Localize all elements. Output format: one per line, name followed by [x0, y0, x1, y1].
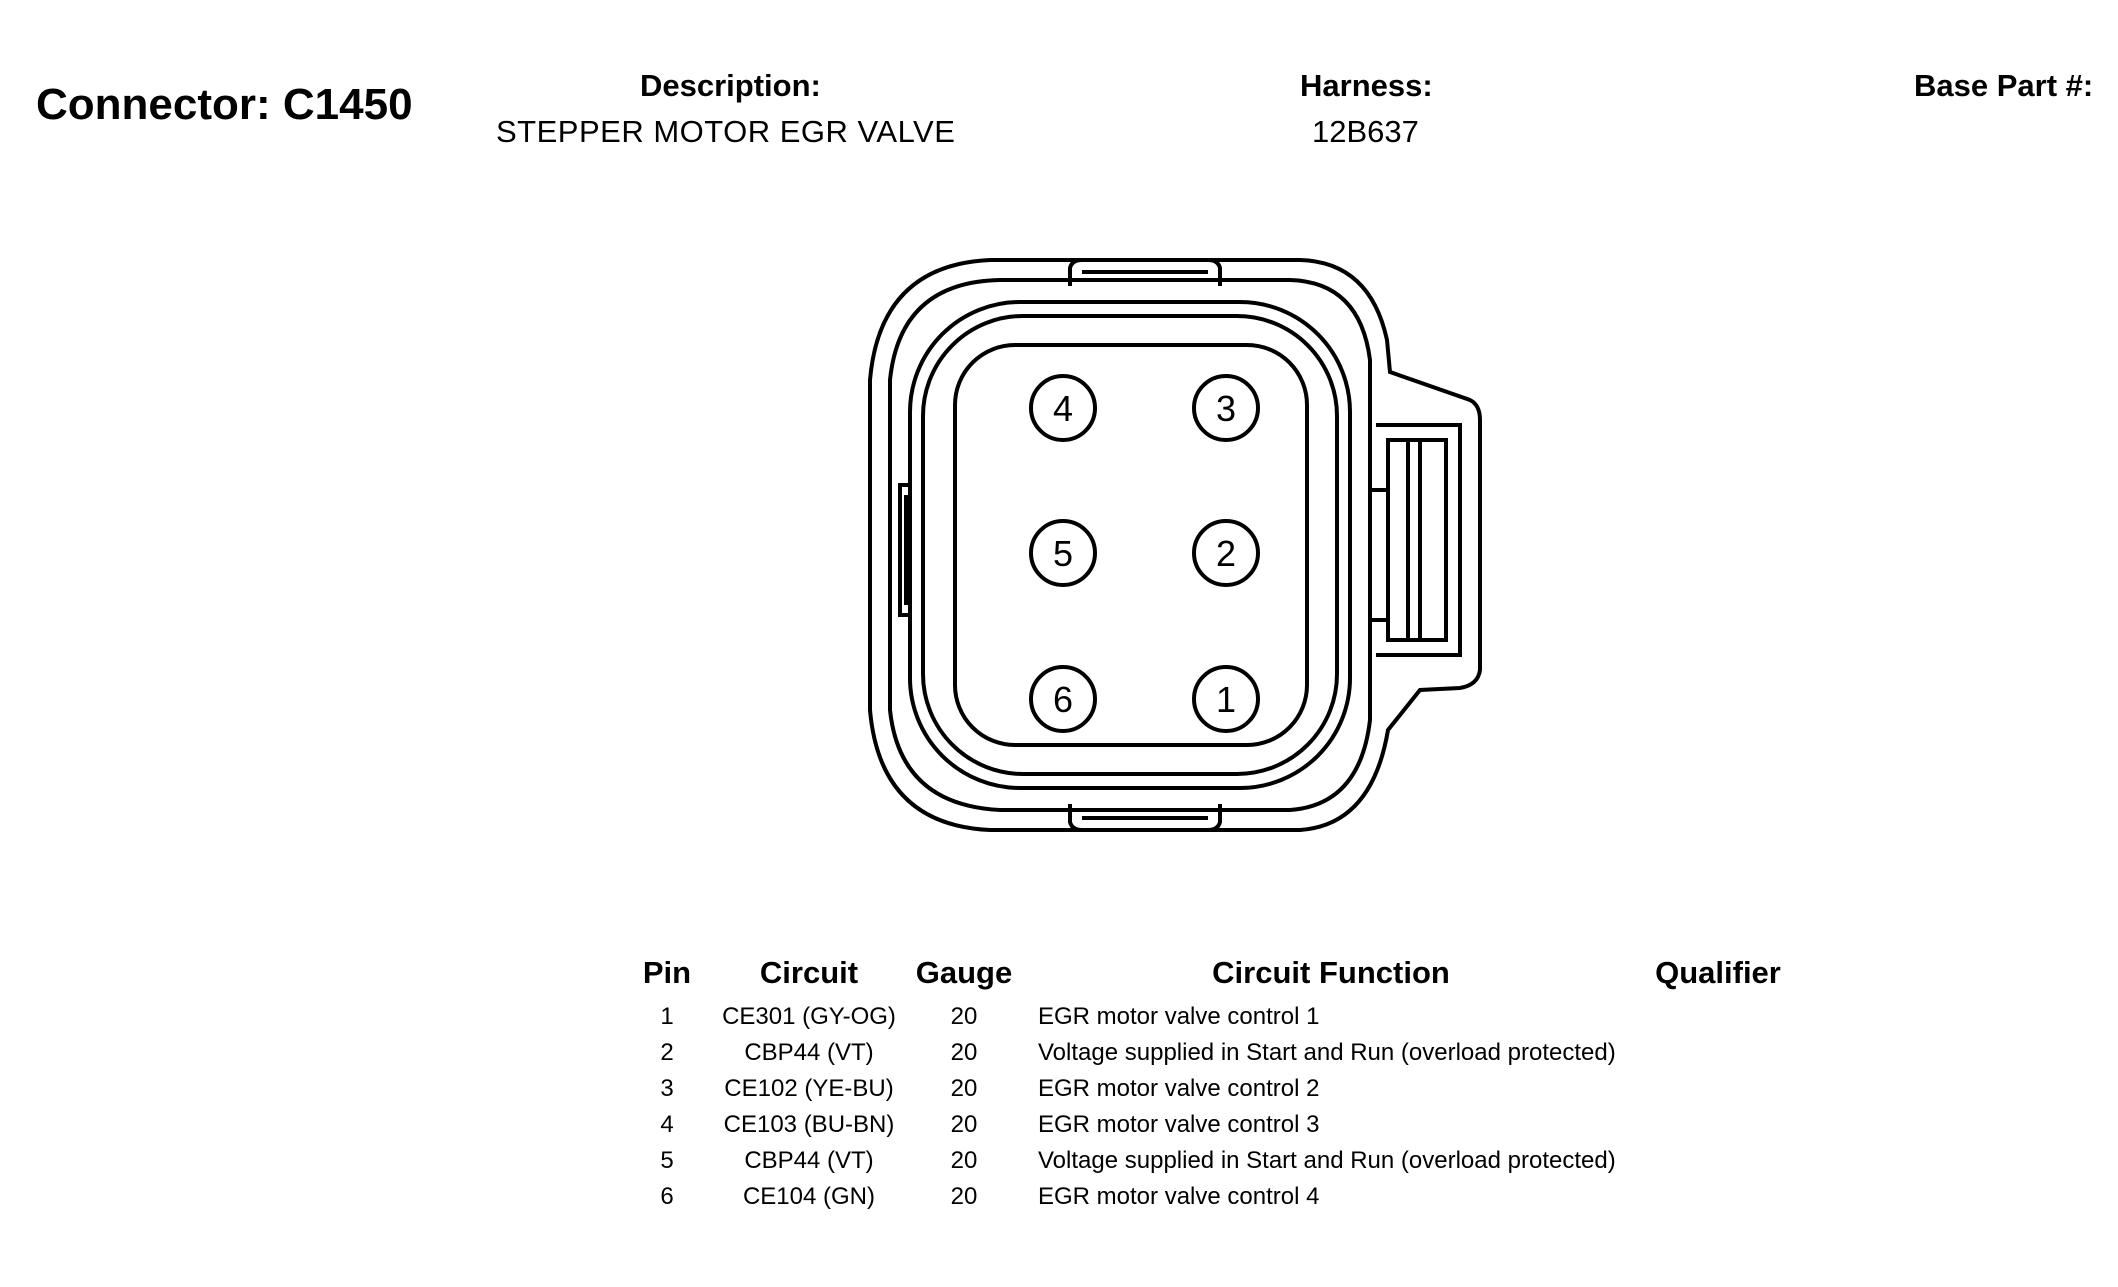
qualifier-cell	[1638, 1071, 1798, 1107]
bottom-latch	[1068, 804, 1222, 832]
pin-label: 6	[1053, 679, 1073, 720]
connector-pin-face	[953, 343, 1309, 747]
pin-cell: 4	[660, 1111, 674, 1138]
circuit-cell: CBP44 (VT)	[744, 1039, 874, 1066]
function-column-header: Circuit Function	[1212, 955, 1450, 990]
circuit-cell: CE104 (GN)	[742, 1183, 876, 1210]
pin-column-header: Pin	[642, 955, 692, 990]
qualifier-cell	[1638, 1035, 1798, 1071]
pin-circle-3	[1192, 374, 1260, 442]
harness-value: 12B637	[1312, 114, 1419, 149]
description-label: Description:	[640, 68, 821, 103]
table-row: 5 CBP44 (VT) 20 Voltage supplied in Star…	[620, 1143, 1798, 1179]
left-key	[898, 483, 912, 617]
pin-label: 2	[1216, 533, 1236, 574]
pin-circle-1	[1192, 665, 1260, 733]
connector-title: Connector: C1450	[36, 80, 413, 129]
gauge-cell: 20	[950, 1039, 978, 1066]
pin-table-header-row: Pin Circuit Gauge Circuit Function Quali…	[620, 955, 1798, 999]
gauge-cell: 20	[950, 1111, 978, 1138]
description-value: STEPPER MOTOR EGR VALVE	[496, 114, 956, 149]
pin-circle-5	[1029, 519, 1097, 587]
pin-label: 3	[1216, 388, 1236, 429]
function-cell: Voltage supplied in Start and Run (overl…	[1038, 1039, 1616, 1066]
table-row: 4 CE103 (BU-BN) 20 EGR motor valve contr…	[620, 1107, 1798, 1143]
gauge-cell: 20	[950, 1147, 978, 1174]
gauge-cell: 20	[950, 1075, 978, 1102]
qualifier-cell	[1638, 1143, 1798, 1179]
qualifier-cell	[1638, 1107, 1798, 1143]
right-lock-tab	[1376, 423, 1462, 657]
pin-cell: 2	[660, 1039, 674, 1066]
pin-cell: 3	[660, 1075, 674, 1102]
pin-label: 5	[1053, 533, 1073, 574]
gauge-column-header: Gauge	[915, 955, 1013, 990]
table-row: 3 CE102 (YE-BU) 20 EGR motor valve contr…	[620, 1071, 1798, 1107]
function-cell: EGR motor valve control 3	[1038, 1111, 1320, 1138]
qualifier-cell	[1638, 1179, 1798, 1215]
connector-seal-mid	[921, 314, 1339, 776]
circuit-cell: CE102 (YE-BU)	[724, 1075, 894, 1102]
connector-housing-outline	[868, 258, 1482, 832]
connector-housing-inner-outline	[888, 278, 1372, 812]
function-cell: EGR motor valve control 1	[1038, 1003, 1320, 1030]
pin-label: 1	[1216, 679, 1236, 720]
table-row: 6 CE104 (GN) 20 EGR motor valve control …	[620, 1179, 1798, 1215]
pin-cell: 6	[660, 1183, 674, 1210]
pin-circle-4	[1029, 374, 1097, 442]
table-row: 1 CE301 (GY-OG) 20 EGR motor valve contr…	[620, 999, 1798, 1035]
pin-circle-6	[1029, 665, 1097, 733]
circuit-cell: CE103 (BU-BN)	[723, 1111, 895, 1138]
top-latch	[1068, 258, 1222, 286]
qualifier-cell	[1638, 999, 1798, 1035]
connector-seal-outer	[908, 300, 1352, 790]
table-row: 2 CBP44 (VT) 20 Voltage supplied in Star…	[620, 1035, 1798, 1071]
pin-circle-2	[1192, 519, 1260, 587]
gauge-cell: 20	[950, 1003, 978, 1030]
connector-face-diagram: 4 3 5 2 6 1	[868, 258, 1482, 832]
qualifier-column-header: Qualifier	[1655, 955, 1781, 990]
function-cell: Voltage supplied in Start and Run (overl…	[1038, 1147, 1616, 1174]
circuit-cell: CBP44 (VT)	[744, 1147, 874, 1174]
pin-label: 4	[1053, 388, 1073, 429]
function-cell: EGR motor valve control 2	[1038, 1075, 1320, 1102]
gauge-cell: 20	[950, 1183, 978, 1210]
function-cell: EGR motor valve control 4	[1038, 1183, 1320, 1210]
harness-label: Harness:	[1300, 68, 1433, 103]
pin-cell: 1	[660, 1003, 674, 1030]
pin-table: Pin Circuit Gauge Circuit Function Quali…	[620, 955, 1798, 1215]
circuit-cell: CE301 (GY-OG)	[722, 1003, 896, 1030]
pin-cell: 5	[660, 1147, 674, 1174]
pin-circles	[1029, 374, 1260, 733]
circuit-column-header: Circuit	[759, 955, 859, 990]
base-part-label: Base Part #:	[1914, 68, 2094, 103]
